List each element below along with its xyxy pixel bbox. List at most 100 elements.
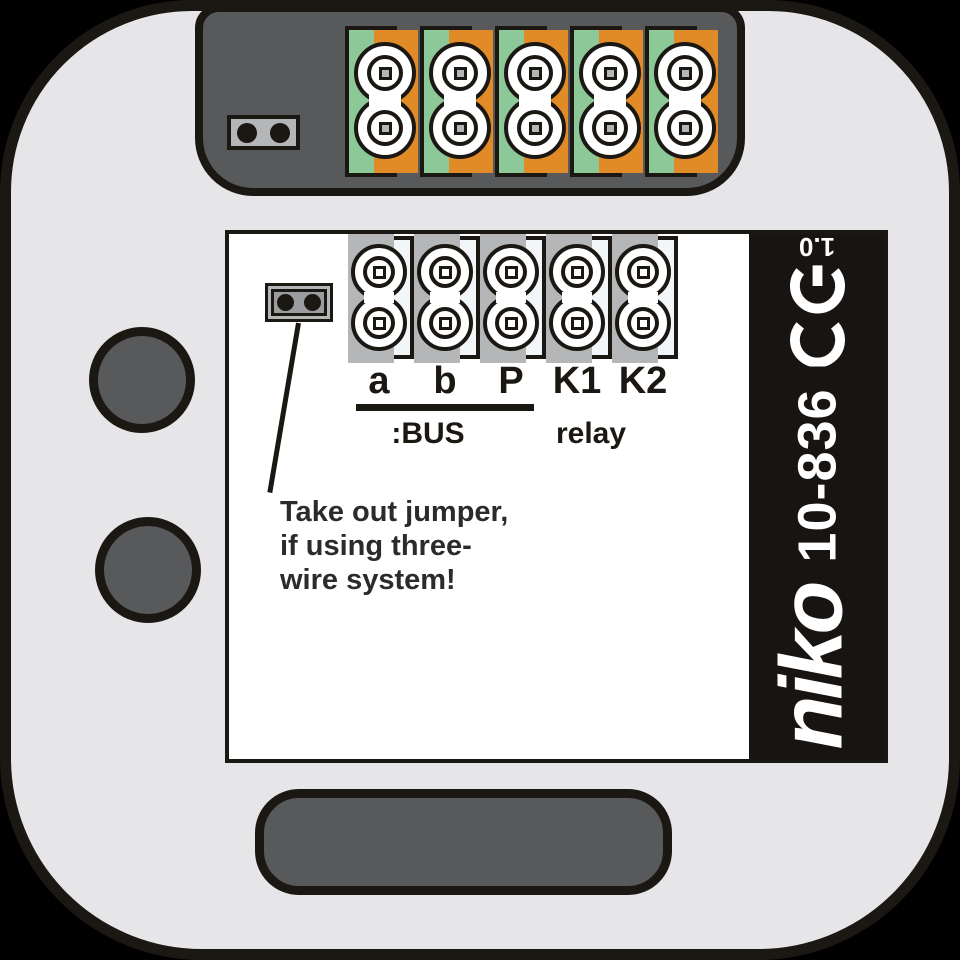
port-lobe: [354, 42, 416, 104]
port-ring: [667, 110, 703, 146]
port-ring: [429, 307, 461, 339]
jumper-diagram: [265, 283, 333, 322]
port-ring: [363, 307, 395, 339]
port-ring: [363, 256, 395, 288]
port-pin: [504, 316, 518, 330]
jumper-note: Take out jumper, if using three- wire sy…: [280, 495, 508, 597]
port-pin: [570, 265, 584, 279]
port-lobe: [417, 244, 473, 300]
port-pin: [453, 66, 467, 80]
port-pin: [570, 316, 584, 330]
port-lobe: [615, 244, 671, 300]
port-waist: [496, 292, 526, 303]
port-waist: [364, 292, 394, 303]
jumper-pin: [304, 294, 321, 311]
port-lobe: [654, 42, 716, 104]
terminal-port: [417, 244, 473, 351]
jumper-leader-line: [267, 322, 301, 494]
port-lobe: [615, 295, 671, 351]
port-lobe: [483, 244, 539, 300]
port-ring: [442, 110, 478, 146]
port-lobe: [549, 244, 605, 300]
terminal-label-k2: K2: [618, 360, 668, 402]
terminal-port: [351, 244, 407, 351]
port-pin: [678, 121, 692, 135]
relay-group-label: relay: [555, 417, 627, 450]
port-lobe: [354, 97, 416, 159]
port-lobe: [351, 295, 407, 351]
clamp-bracket: [420, 26, 472, 177]
jumper-pin: [277, 294, 294, 311]
port-waist: [444, 94, 476, 107]
port-ring: [367, 55, 403, 91]
port-lobe: [549, 295, 605, 351]
terminal-port: [579, 42, 641, 159]
jumper-body: [271, 289, 327, 316]
port-ring: [442, 55, 478, 91]
port-ring: [429, 256, 461, 288]
bottom-slot: [255, 789, 672, 895]
ce-mark-icon: [789, 264, 844, 366]
port-ring: [517, 55, 553, 91]
terminal-port: [504, 42, 566, 159]
port-lobe: [429, 97, 491, 159]
terminal-label-p: P: [498, 360, 524, 402]
port-pin: [438, 316, 452, 330]
clamp-bracket: [570, 26, 622, 177]
clamp-bracket: [645, 26, 697, 177]
port-pin: [603, 66, 617, 80]
terminal-port: [615, 244, 671, 351]
terminal-label-b: b: [433, 360, 457, 402]
port-lobe: [579, 42, 641, 104]
clamp-bracket: [345, 26, 397, 177]
terminal-label-a: a: [368, 360, 390, 402]
diagram-area: a b P K1 K2 :BUS relay Take out jumper, …: [229, 234, 749, 759]
port-waist: [369, 94, 401, 107]
port-waist: [519, 94, 551, 107]
port-ring: [517, 110, 553, 146]
port-waist: [594, 94, 626, 107]
jumper-pin: [270, 122, 290, 143]
port-lobe: [417, 295, 473, 351]
port-pin: [678, 66, 692, 80]
terminal-port: [483, 244, 539, 351]
terminal-port: [429, 42, 491, 159]
port-pin: [372, 265, 386, 279]
port-lobe: [351, 244, 407, 300]
port-lobe: [483, 295, 539, 351]
port-lobe: [504, 97, 566, 159]
terminal-housing-top: [195, 4, 745, 196]
note-line: if using three-: [280, 530, 472, 562]
port-ring: [495, 307, 527, 339]
port-pin: [636, 316, 650, 330]
model-number: 10-836: [786, 387, 847, 563]
port-ring: [667, 55, 703, 91]
port-waist: [669, 94, 701, 107]
port-pin: [636, 265, 650, 279]
terminal-label-k1: K1: [552, 360, 602, 402]
bus-underline: [356, 404, 534, 411]
brand-logo: niko: [760, 584, 860, 749]
knockout-circle-bottom: [95, 517, 201, 623]
port-waist: [430, 292, 460, 303]
port-pin: [603, 121, 617, 135]
port-ring: [627, 256, 659, 288]
port-ring: [495, 256, 527, 288]
terminal-port: [354, 42, 416, 159]
port-waist: [562, 292, 592, 303]
port-ring: [561, 256, 593, 288]
port-pin: [504, 265, 518, 279]
port-lobe: [579, 97, 641, 159]
knockout-circle-top: [89, 327, 195, 433]
jumper-top: [227, 115, 300, 150]
port-ring: [592, 55, 628, 91]
port-pin: [378, 66, 392, 80]
port-ring: [627, 307, 659, 339]
clamp-bracket: [495, 26, 547, 177]
port-ring: [561, 307, 593, 339]
product-label: niko 10-836 1.0: [749, 234, 884, 759]
port-lobe: [429, 42, 491, 104]
jumper-pin: [237, 122, 257, 143]
port-pin: [528, 121, 542, 135]
